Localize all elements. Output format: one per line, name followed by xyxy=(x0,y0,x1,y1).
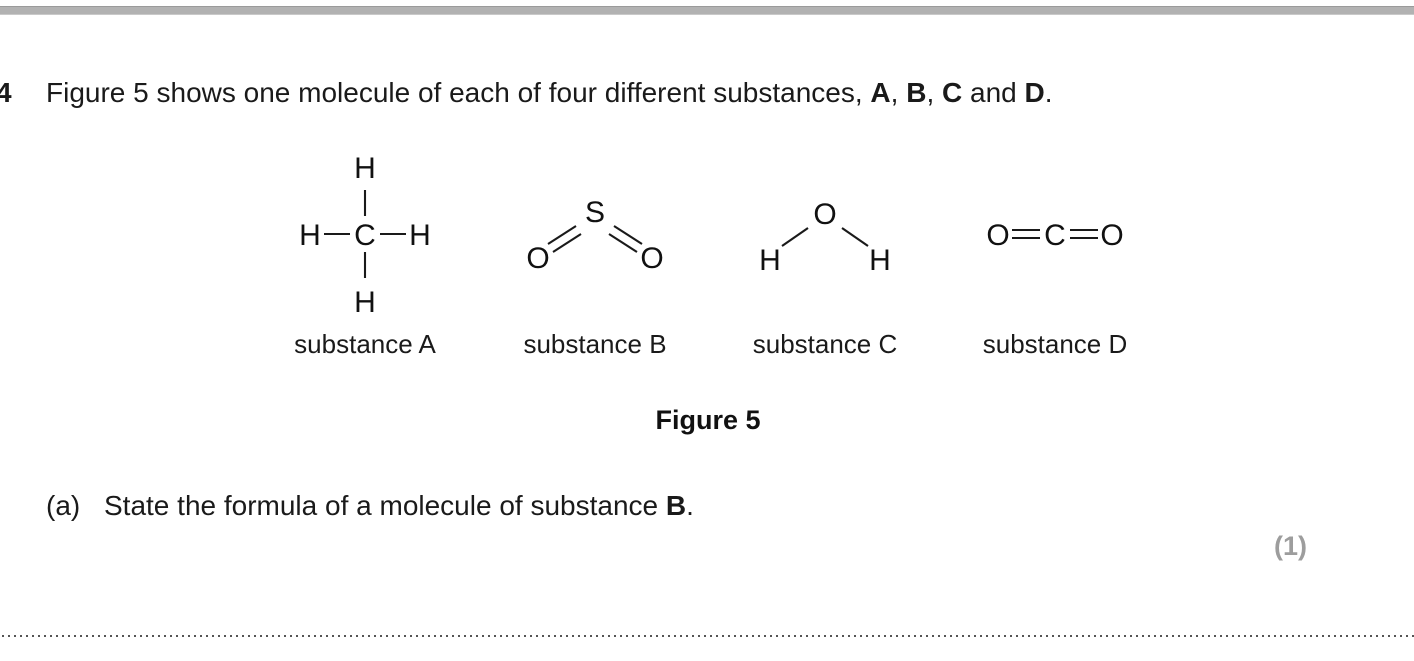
water-atom-labels: O H H xyxy=(759,198,891,277)
atom-s-center: S xyxy=(585,196,605,229)
label-substance-b: substance B xyxy=(523,329,667,359)
atom-h-right: H xyxy=(409,219,431,252)
part-a-letter: (a) xyxy=(46,490,81,521)
molecule-substance-d: O C O xyxy=(940,140,1170,315)
bond-s-o-left-2 xyxy=(552,233,582,253)
water-diagram: O H H xyxy=(759,198,891,277)
bond-o-h-left xyxy=(781,227,809,247)
bond-o-h-right xyxy=(841,227,869,247)
molecule-substance-c: O H H xyxy=(710,140,940,315)
part-a-text: State the formula of a molecule of subst… xyxy=(104,490,694,522)
methane-bonds xyxy=(324,190,406,278)
molecule-substance-b: S O O xyxy=(480,140,710,315)
atom-c-center: C xyxy=(1044,219,1066,252)
bond-s-o-left-1 xyxy=(547,225,577,245)
label-substance-a: substance A xyxy=(294,329,436,359)
atom-o-left: O xyxy=(986,219,1009,252)
part-a-row: (a) State the formula of a molecule of s… xyxy=(46,490,694,522)
marks-allocation: (1) xyxy=(1274,531,1307,561)
carbon-dioxide-atom-labels: O C O xyxy=(986,219,1123,252)
bond-s-o-right-1 xyxy=(613,225,643,245)
part-a-text-lead: State the formula of a molecule of subst… xyxy=(104,490,666,521)
molecule-row: H C H H H S xyxy=(250,140,1170,315)
carbon-dioxide-diagram: O C O xyxy=(986,219,1123,252)
substance-ref-a: A xyxy=(870,77,891,108)
question-sep-2: , xyxy=(926,77,942,108)
atom-h-bottom: H xyxy=(354,286,376,315)
atom-o-right: O xyxy=(640,242,663,275)
label-substance-d: substance D xyxy=(982,329,1128,359)
figure-5-block: H C H H H S xyxy=(250,140,1170,390)
atom-o-right: O xyxy=(1100,219,1123,252)
methane-atom-labels: H C H H H xyxy=(299,152,431,315)
substance-ref-d: D xyxy=(1024,77,1045,108)
atom-h-top: H xyxy=(354,152,376,185)
molecule-label-row: substance A substance B substance C subs… xyxy=(250,330,1170,359)
question-text-lead: Figure 5 shows one molecule of each of f… xyxy=(46,77,871,108)
question-text: Figure 5 shows one molecule of each of f… xyxy=(46,76,1053,110)
bond-s-o-right-2 xyxy=(608,233,638,253)
atom-h-right: H xyxy=(869,244,891,277)
methane-diagram: H C H H H xyxy=(299,152,431,315)
substance-ref-c: C xyxy=(942,77,963,108)
question-number: 4 xyxy=(0,77,12,108)
bottom-dotted-divider xyxy=(0,634,1414,638)
figure-caption-text: Figure 5 xyxy=(655,405,761,435)
carbon-dioxide-bonds xyxy=(1012,228,1098,240)
part-a-text-tail: . xyxy=(686,490,694,521)
atom-o-left: O xyxy=(526,242,549,275)
water-bonds xyxy=(781,227,869,247)
question-text-tail: . xyxy=(1044,77,1053,108)
atom-o-center: O xyxy=(813,198,836,231)
question-sep-3: and xyxy=(962,77,1025,108)
top-page-rule xyxy=(0,6,1414,15)
atom-h-left: H xyxy=(299,219,321,252)
molecule-substance-a: H C H H H xyxy=(250,140,480,315)
sulfur-dioxide-bonds xyxy=(547,225,643,253)
question-stem: 4 Figure 5 shows one molecule of each of… xyxy=(0,76,1414,122)
atom-h-left: H xyxy=(759,244,781,277)
atom-c-center: C xyxy=(354,219,376,252)
figure-caption: Figure 5 xyxy=(0,405,1414,436)
label-substance-c: substance C xyxy=(752,329,898,359)
question-sep-1: , xyxy=(890,77,907,108)
part-a-substance-ref: B xyxy=(665,490,687,521)
sulfur-dioxide-atom-labels: S O O xyxy=(526,196,663,275)
substance-ref-b: B xyxy=(906,77,927,108)
sulfur-dioxide-diagram: S O O xyxy=(526,196,663,275)
